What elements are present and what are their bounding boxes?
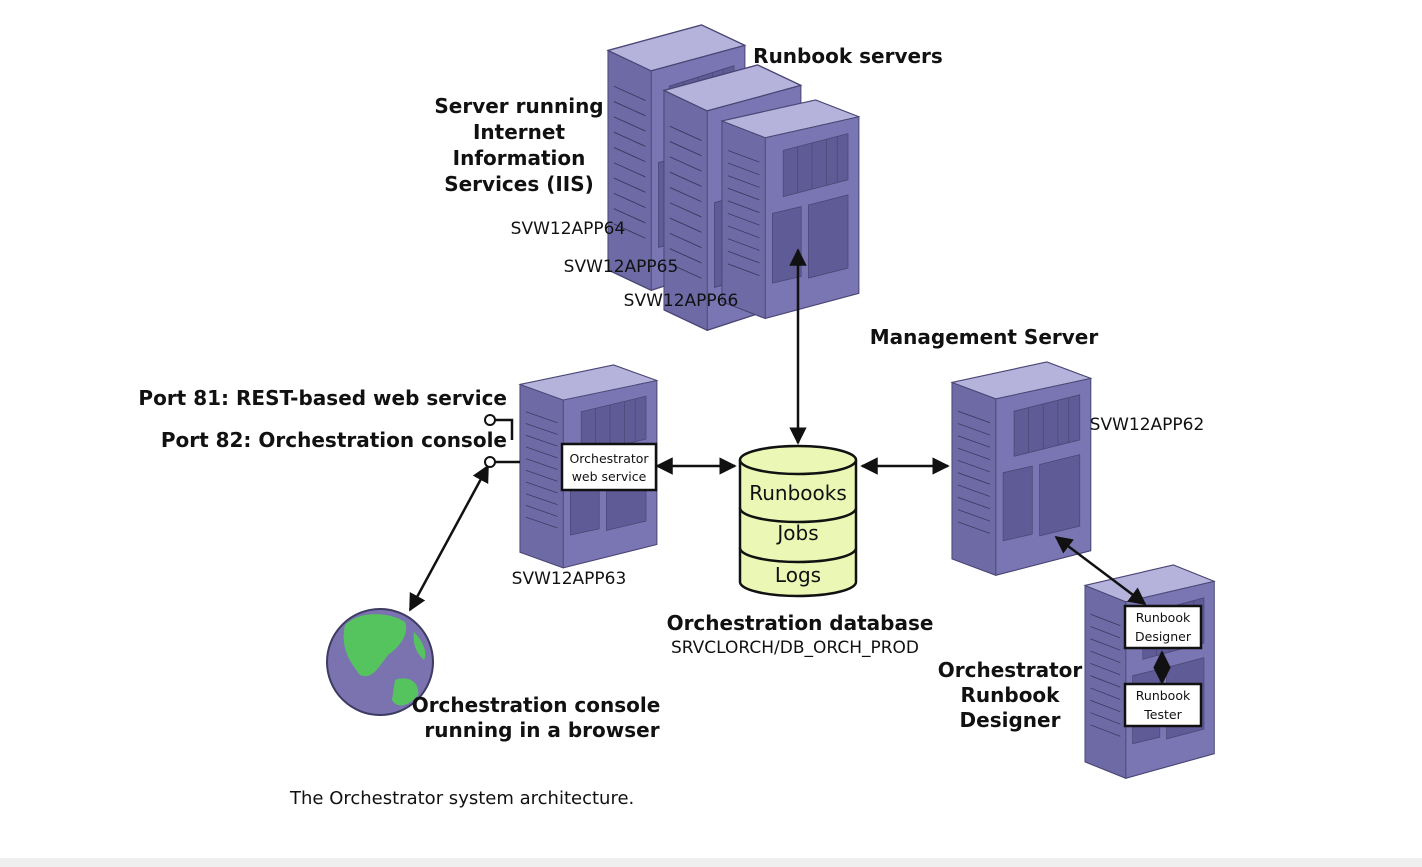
port-82-connector	[484, 456, 496, 468]
server-66-label: SVW12APP66	[624, 291, 739, 311]
designer-box-line-2: Designer	[1135, 629, 1192, 644]
bottom-bar	[0, 858, 1422, 867]
database-icon	[738, 444, 858, 598]
port-81-connector	[484, 414, 496, 426]
console-title-line-2: running in a browser	[424, 718, 659, 742]
tester-box-line-1: Runbook	[1136, 688, 1191, 703]
server-62-label: SVW12APP62	[1090, 415, 1205, 435]
port-82-label: Port 82: Orchestration console	[161, 428, 507, 452]
web-service-box-line-2: web service	[572, 469, 647, 484]
figure-caption: The Orchestrator system architecture.	[289, 788, 634, 809]
server-icon	[1084, 564, 1215, 779]
iis-label-line-4: Services (IIS)	[444, 172, 594, 196]
designer-title-line-2: Runbook	[961, 683, 1061, 707]
iis-label-line-1: Server running	[434, 94, 603, 118]
designer-box: Runbook Designer	[1123, 604, 1203, 650]
db-section-runbooks: Runbooks	[749, 481, 847, 505]
web-service-box: Orchestrator web service	[560, 442, 658, 492]
tester-box-line-2: Tester	[1143, 707, 1182, 722]
iis-label-line-3: Information	[453, 146, 586, 170]
arrow-console-globe	[408, 464, 490, 612]
web-service-box-line-1: Orchestrator	[569, 451, 649, 466]
designer-title-line-3: Designer	[960, 708, 1061, 732]
server-65-label: SVW12APP65	[564, 257, 679, 277]
globe-icon	[326, 608, 434, 716]
db-section-logs: Logs	[775, 563, 821, 587]
designer-box-line-1: Runbook	[1136, 610, 1191, 625]
management-server-label: Management Server	[870, 325, 1099, 349]
connection-arrows	[408, 248, 1171, 685]
arrow-mgmt-designer	[1054, 535, 1147, 606]
console-title-line-1: Orchestration console	[412, 693, 661, 717]
db-name-label: SRVCLORCH/DB_ORCH_PROD	[671, 638, 919, 658]
iis-label-line-2: Internet	[473, 120, 565, 144]
designer-title-line-1: Orchestrator	[938, 658, 1083, 682]
runbook-servers-label: Runbook servers	[753, 44, 943, 68]
db-section-jobs: Jobs	[775, 521, 818, 545]
db-title-label: Orchestration database	[667, 611, 934, 635]
server-63-label: SVW12APP63	[512, 569, 627, 589]
server-icon	[951, 361, 1092, 576]
server-64-label: SVW12APP64	[511, 219, 626, 239]
server-icon	[721, 99, 860, 320]
tester-box: Runbook Tester	[1123, 682, 1203, 728]
port-81-label: Port 81: REST-based web service	[138, 386, 507, 410]
port-81-line	[494, 418, 514, 440]
